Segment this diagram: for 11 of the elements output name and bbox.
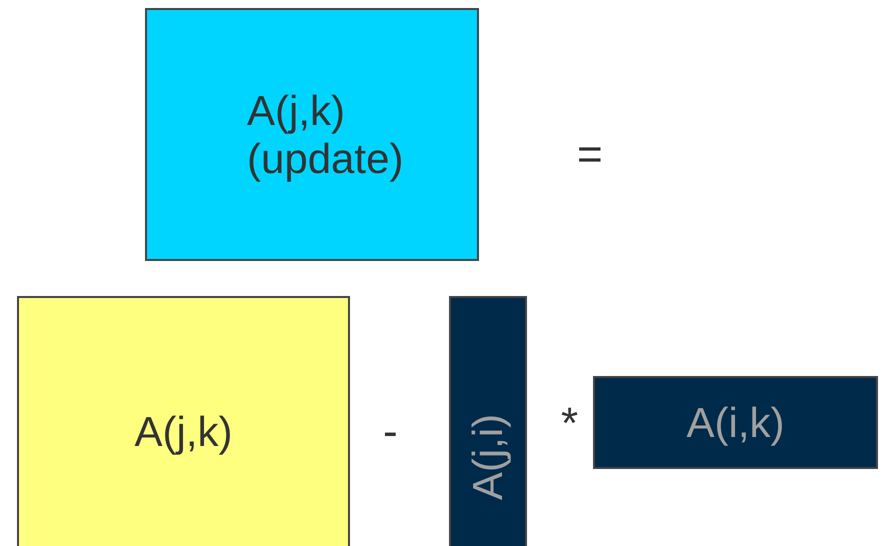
operator-sign: = xyxy=(577,133,603,177)
matrix-label: A(j,k) xyxy=(134,408,232,456)
matrix-label: A(i,k) xyxy=(686,398,784,446)
row-block xyxy=(593,376,878,469)
matrix-block xyxy=(17,296,350,546)
operator-sign: - xyxy=(383,410,398,454)
matrix-label: A(j,k) (update) xyxy=(247,86,404,182)
matrix-block xyxy=(145,8,479,261)
matrix-label: A(j,i) xyxy=(464,414,512,500)
operator-sign: * xyxy=(561,402,578,446)
column-block xyxy=(449,296,527,546)
